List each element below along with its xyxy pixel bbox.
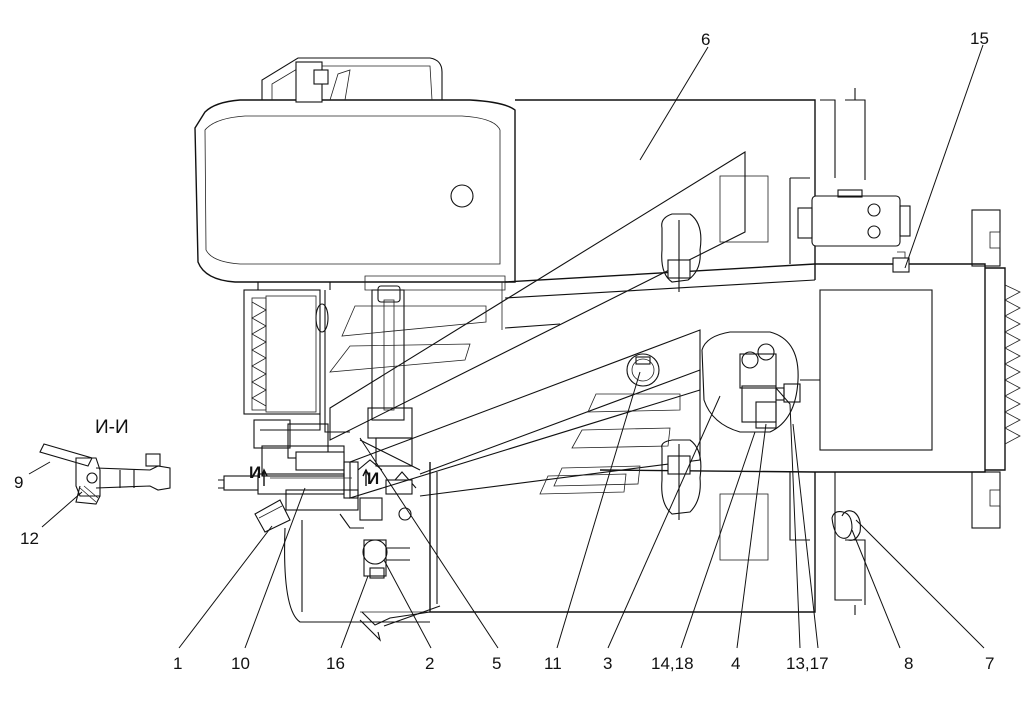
section-marker-left: И [249,463,261,482]
callout-3: 3 [603,654,612,673]
callout-15: 15 [970,29,989,48]
leader-lines [28,44,985,649]
callout-8: 8 [904,654,913,673]
callout-9: 9 [14,473,23,492]
section-view-label: И-И [95,417,129,438]
floor-plates [329,151,746,499]
cab-hood [194,57,516,283]
callout-11: 11 [544,654,562,673]
filler-cap [626,353,660,387]
callout-6: 6 [701,30,710,49]
callout-14-18: 14,18 [651,654,694,673]
lower-tank [284,462,816,642]
section-markers [261,468,370,486]
callout-labels: 6 15 9 12 1 10 16 2 5 11 3 14,18 4 13,17… [14,29,994,673]
section-detail [39,443,171,505]
mount-brackets [661,213,702,520]
callout-12: 12 [20,529,39,548]
callout-13-17: 13,17 [786,654,829,673]
callout-5: 5 [492,654,501,673]
callout-7: 7 [985,654,994,673]
callout-10: 10 [231,654,250,673]
radiator [243,281,331,431]
callout-1: 1 [173,654,182,673]
callout-16: 16 [326,654,345,673]
callout-4: 4 [731,654,740,673]
section-marker-right: И [367,469,379,488]
frame-body [501,88,1021,615]
callout-2: 2 [425,654,434,673]
hydraulic-block [701,331,820,433]
